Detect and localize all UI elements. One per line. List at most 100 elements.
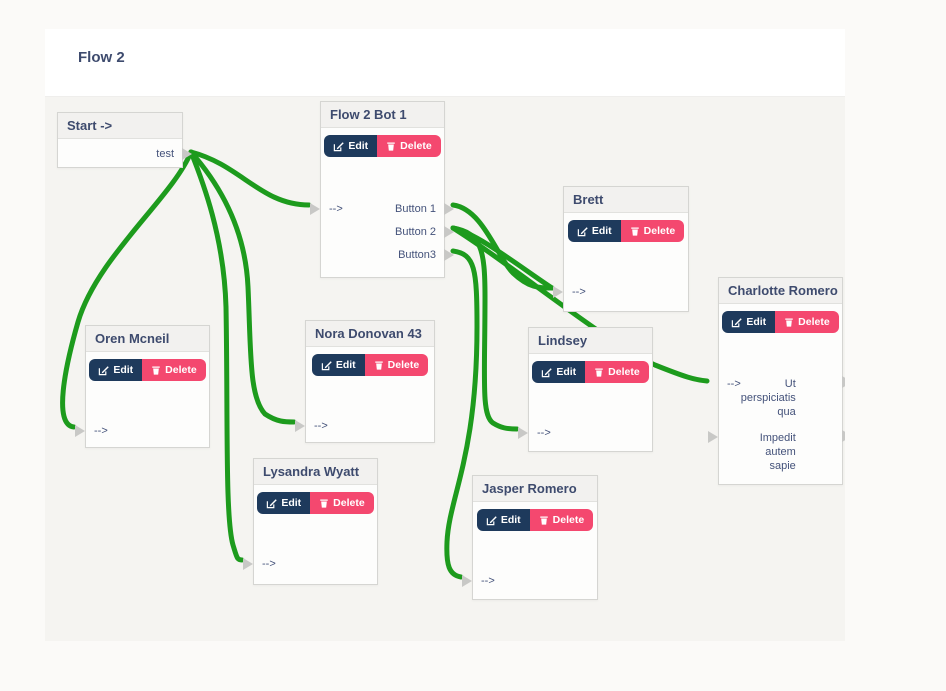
trash-icon [785,318,793,327]
edit-button-label: Edit [591,225,612,237]
delete-button-label: Delete [333,497,365,509]
edge-start-test-to-bot1[interactable] [188,149,312,208]
edge-start-test-to-nora[interactable] [188,149,297,425]
delete-button-label: Delete [165,364,197,376]
edit-button-label: Edit [113,364,134,376]
trash-icon [152,366,160,375]
edit-button[interactable]: Edit [257,492,311,514]
edit-button-label: Edit [281,497,302,509]
delete-button[interactable]: Delete [620,220,685,242]
port-row: --> [295,414,434,437]
output-label: Button 2 [395,225,436,238]
edge-start-test-to-lysandra[interactable] [188,149,245,563]
input-label: --> [329,202,343,215]
output-port-icon[interactable] [182,148,192,160]
node-brett[interactable]: Brett Edit Delete --> [553,186,689,312]
port-row: --> [518,421,652,444]
input-port-icon[interactable] [310,202,320,215]
pencil-square-icon [486,515,497,525]
node-nora-donovan-43[interactable]: Nora Donovan 43 Edit Delete --> [295,320,435,443]
edit-button[interactable]: Edit [722,311,776,333]
edge-button3-to-jasper[interactable] [444,248,480,580]
delete-button-label: Delete [608,366,640,378]
node-header[interactable]: Lysandra Wyatt [254,459,377,485]
page-title: Flow 2 [78,49,125,66]
edge-button2-to-lindsey[interactable] [450,225,520,432]
input-label: --> [262,557,276,570]
edit-button-label: Edit [556,366,577,378]
delete-button-label: Delete [387,359,420,371]
input-label: --> [537,426,551,439]
flow-canvas[interactable]: Start -> test Flow 2 Bot 1 Edit Delete [45,97,845,641]
delete-button[interactable]: Delete [310,492,374,514]
node-header[interactable]: Oren Mcneil [86,326,209,352]
edit-button[interactable]: Edit [324,135,378,157]
output-label: Button3 [398,248,436,261]
node-header[interactable]: Start -> [58,113,182,139]
trash-icon [320,499,328,508]
output-port-icon[interactable] [842,430,845,442]
trash-icon [630,227,639,236]
edit-button-label: Edit [746,316,767,328]
node-lindsey[interactable]: Lindsey Edit Delete --> [518,327,653,452]
node-start[interactable]: Start -> test [57,112,192,169]
port-row: --> [243,552,377,575]
input-port-icon[interactable] [518,426,528,439]
pencil-square-icon [321,360,332,370]
flow-panel-header: Flow 2 [45,29,845,97]
output-port-icon[interactable] [842,376,845,388]
node-header[interactable]: Brett [564,187,688,213]
input-port-icon[interactable] [553,285,563,298]
delete-button[interactable]: Delete [529,509,594,531]
edit-button[interactable]: Edit [89,359,143,381]
pencil-square-icon [732,317,743,327]
trash-icon [374,361,383,370]
input-port-icon[interactable] [462,574,472,587]
edit-button[interactable]: Edit [567,220,621,242]
node-flow-2-bot-1[interactable]: Flow 2 Bot 1 Edit Delete --> Button 1 [310,101,454,278]
output-label-impedit-autem-sapie: Impedit autem sapie [759,432,796,472]
edit-button-label: Edit [500,514,521,526]
delete-button[interactable]: Delete [142,359,206,381]
input-label: --> [727,378,741,390]
connection-layer [60,149,710,580]
output-label: test [156,148,174,160]
input-port-icon[interactable] [243,557,253,570]
node-header[interactable]: Lindsey [529,328,652,354]
output-port-icon[interactable] [444,225,454,238]
pencil-square-icon [334,141,345,151]
flow-panel: Flow 2 Start -> test Flow 2 Bot 1 [45,29,845,641]
input-label: --> [481,574,495,587]
edit-button[interactable]: Edit [476,509,530,531]
node-charlotte-romero[interactable]: Charlotte Romero Edit Delete --> Ut pers [708,277,845,485]
edit-button-label: Edit [348,140,369,152]
node-header[interactable]: Nora Donovan 43 [306,321,434,347]
input-label: --> [314,419,328,432]
delete-button[interactable]: Delete [364,354,429,376]
node-header[interactable]: Charlotte Romero [719,278,842,304]
delete-button[interactable]: Delete [775,311,839,333]
node-jasper-romero[interactable]: Jasper Romero Edit Delete --> [462,475,598,600]
input-port-icon[interactable] [75,424,85,437]
delete-button[interactable]: Delete [377,135,441,157]
node-header[interactable]: Flow 2 Bot 1 [321,102,444,128]
output-port-icon[interactable] [444,202,454,215]
port-row: --> [553,280,688,303]
edit-button[interactable]: Edit [532,361,586,383]
node-oren-mcneil[interactable]: Oren Mcneil Edit Delete --> [75,325,210,448]
node-header[interactable]: Jasper Romero [473,476,597,502]
node-lysandra-wyatt[interactable]: Lysandra Wyatt Edit Delete --> [243,458,378,585]
trash-icon [595,368,603,377]
output-row-test: test [58,139,192,169]
input-label: --> [572,285,586,298]
input-port-icon[interactable] [295,419,305,432]
delete-button[interactable]: Delete [585,361,649,383]
pencil-square-icon [267,498,278,508]
input-label: --> [94,424,108,437]
pencil-square-icon [99,365,110,375]
input-port-icon[interactable] [708,431,718,443]
edge-start-test-to-oren[interactable] [60,149,194,430]
edit-button[interactable]: Edit [311,354,365,376]
output-port-icon[interactable] [444,248,454,261]
port-row: Button3 [321,243,454,266]
